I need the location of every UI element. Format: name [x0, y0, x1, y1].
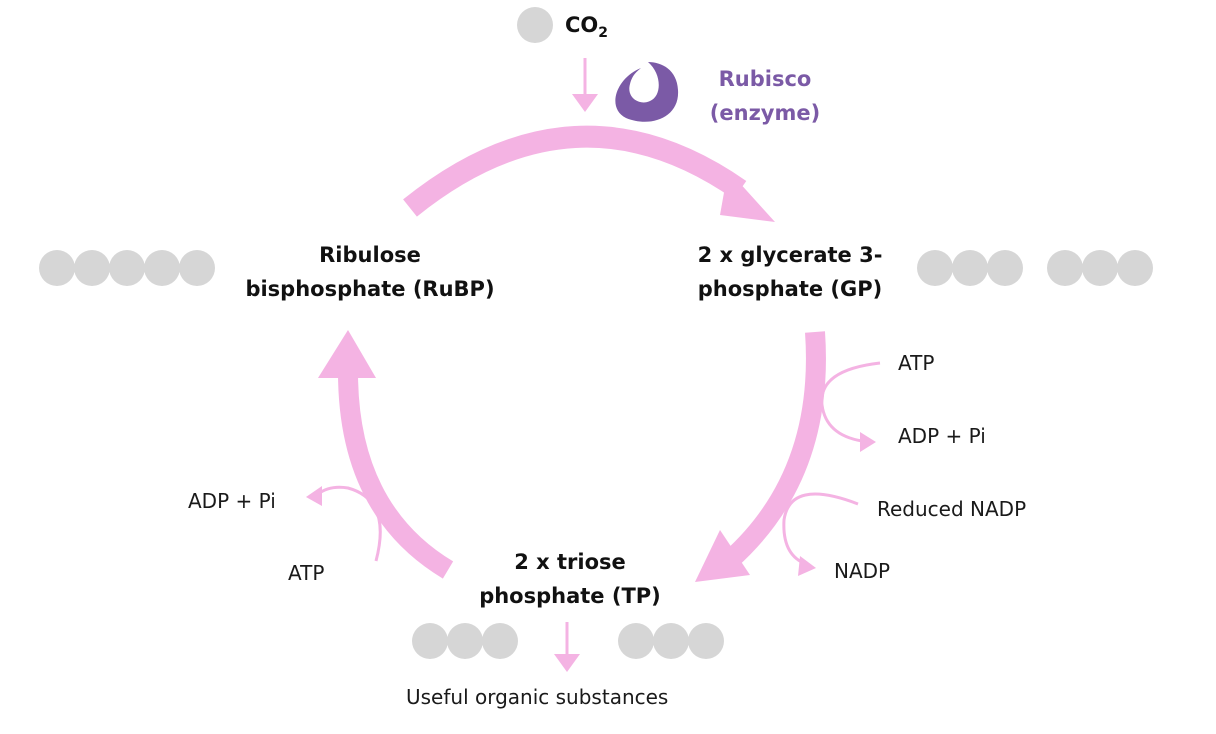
glycerate-phosphate-label: 2 x glycerate 3- phosphate (GP): [660, 238, 920, 306]
triose-b-carbon-2: [653, 623, 689, 659]
co2-text: CO: [565, 13, 599, 37]
atp-label-reduction: ATP: [898, 351, 935, 375]
nadp-label: NADP: [834, 559, 891, 583]
triose-line2: phosphate (TP): [479, 584, 661, 608]
glycerate-b-carbon-2: [1082, 250, 1118, 286]
ribulose-carbon-1: [39, 250, 75, 286]
glycerate-a-carbon-2: [952, 250, 988, 286]
arc-carboxylation: [403, 125, 747, 217]
triose-b-carbon-1: [618, 623, 654, 659]
arrowhead-adp: [860, 432, 876, 452]
useful-organic-substances-label: Useful organic substances: [406, 685, 669, 709]
co2-carbon-1: [517, 7, 553, 43]
co2-label: CO2: [565, 8, 608, 50]
adp-pi-label-regeneration: ADP + Pi: [188, 489, 276, 513]
branch-atp-to-adp-regen: [317, 485, 382, 562]
ribulose-carbon-5: [179, 250, 215, 286]
ribulose-carbon-4: [144, 250, 180, 286]
arrowhead-reduction: [695, 530, 750, 582]
arrowhead-regeneration: [318, 330, 376, 378]
ribulose-line2: bisphosphate (RuBP): [245, 277, 495, 301]
glycerate-line1: 2 x glycerate 3-: [697, 243, 883, 267]
triose-phosphate-label: 2 x triose phosphate (TP): [450, 545, 690, 613]
glycerate-line2: phosphate (GP): [697, 277, 883, 301]
rubisco-line2: (enzyme): [709, 101, 821, 125]
rubisco-line1: Rubisco: [718, 67, 812, 91]
arrowhead-adp-regen: [306, 486, 322, 506]
arrowhead-co2-in: [572, 94, 598, 112]
glycerate-b-carbon-3: [1117, 250, 1153, 286]
branch-nadph-to-nadp: [782, 492, 859, 566]
adp-pi-label-reduction: ADP + Pi: [898, 424, 986, 448]
ribulose-bisphosphate-label: Ribulose bisphosphate (RuBP): [225, 238, 515, 306]
arc-regeneration: [338, 371, 454, 579]
ribulose-carbon-2: [74, 250, 110, 286]
rubisco-enzyme-shape: [615, 62, 679, 122]
glycerate-b-carbon-1: [1047, 250, 1083, 286]
glycerate-a-carbon-3: [987, 250, 1023, 286]
triose-a-carbon-1: [412, 623, 448, 659]
arrowhead-output: [554, 654, 580, 672]
co2-subscript: 2: [598, 25, 609, 42]
triose-a-carbon-2: [447, 623, 483, 659]
triose-a-carbon-3: [482, 623, 518, 659]
carbon-atoms: [39, 7, 1153, 659]
reduced-nadp-label: Reduced NADP: [877, 497, 1027, 521]
triose-line1: 2 x triose: [514, 550, 626, 574]
ribulose-carbon-3: [109, 250, 145, 286]
arrowhead-carboxylation: [720, 170, 775, 222]
atp-label-regeneration: ATP: [288, 561, 325, 585]
rubisco-label: Rubisco (enzyme): [695, 62, 835, 130]
glycerate-a-carbon-1: [917, 250, 953, 286]
branch-atp-to-adp: [820, 361, 881, 443]
ribulose-line1: Ribulose: [319, 243, 421, 267]
arc-reduction: [723, 331, 826, 568]
arrowhead-nadp: [798, 556, 816, 576]
triose-b-carbon-3: [688, 623, 724, 659]
